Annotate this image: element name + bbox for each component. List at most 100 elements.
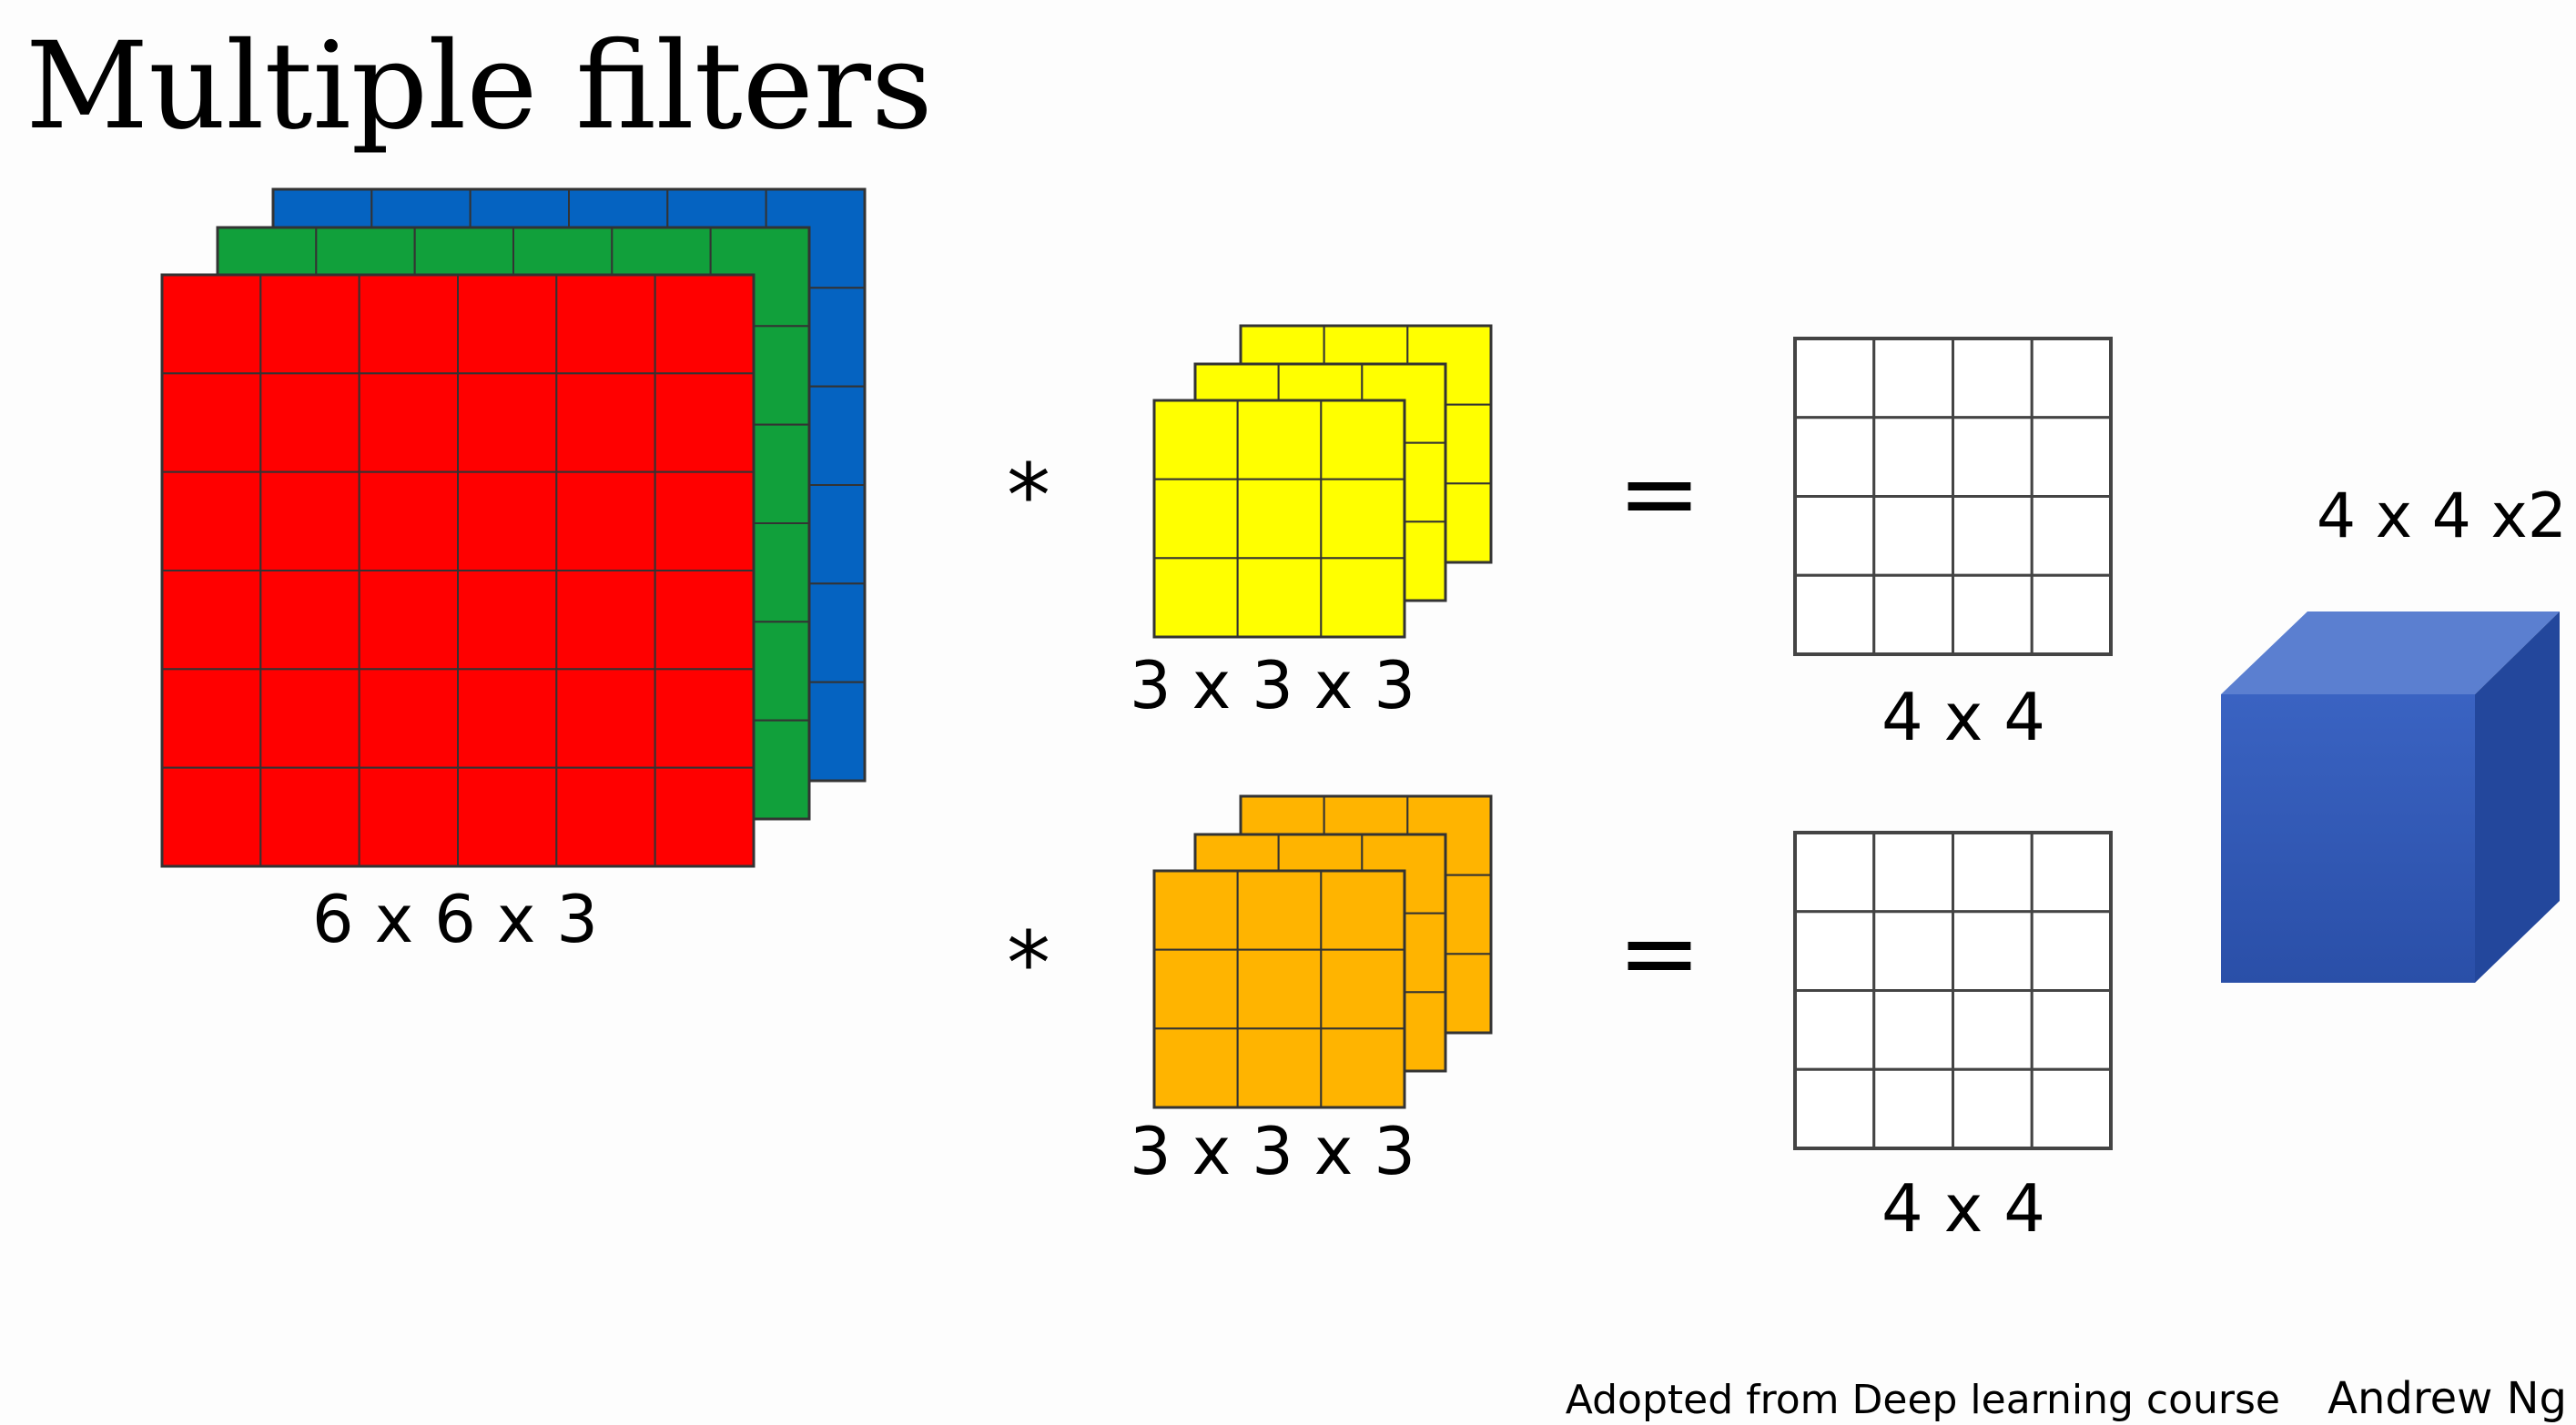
filter-2-layer-3-cell [1320,948,1405,1030]
output-volume-label: 4 x 4 x2 [2317,480,2567,552]
filter-2-layer-3-cell [1153,870,1239,951]
output-1-cell [2030,416,2113,498]
output-1-cell [1872,337,1954,419]
input-channel-red-cell [358,274,460,375]
output-2-cell [1872,910,1954,992]
input-channel-red-cell [654,372,755,473]
cube-front-face [2221,694,2475,983]
output-1-cell [1793,495,1876,577]
input-channel-red-cell [457,470,558,571]
output-volume-cube [2221,611,2560,983]
input-channel-red-cell [555,766,656,867]
filter-2-layer-3 [1152,869,1406,1109]
filter-2-layer-3-cell [1320,870,1405,951]
output-2-cell [1872,1067,1954,1150]
input-channel-red-cell [555,668,656,769]
output-2-cell [1793,910,1876,992]
filter-1-layer-3-cell [1236,557,1323,639]
input-channel-red-cell [654,470,755,571]
input-channel-red-cell [654,766,755,867]
output-1-cell [1952,337,2033,419]
input-channel-red-border [160,273,756,868]
input-channel-red-cell [259,668,360,769]
input-channel-red-cell [358,470,460,571]
convolution-operator-1: * [1007,445,1050,547]
input-channel-red-cell [654,274,755,375]
filter-1-yellow [1152,324,1493,639]
filter-2-label: 3 x 3 x 3 [1130,1113,1415,1189]
filter-1-layer-3-cell [1153,399,1239,480]
input-channel-red-cell [555,570,656,671]
equals-sign-2: = [1618,894,1701,1011]
footer-credit: Adopted from Deep learning course [1566,1377,2280,1423]
filter-2-layer-3-cell [1320,1027,1405,1108]
filter-2-layer-3-cell [1153,1027,1239,1108]
filter-1-label: 3 x 3 x 3 [1130,647,1415,723]
filter-2-layer-3-cell [1236,948,1323,1030]
output-1-cell [1793,337,1876,419]
filter-2-layer-3-border [1152,869,1406,1109]
input-volume-label: 6 x 6 x 3 [312,881,598,957]
filter-2-layer-3-cell [1236,1027,1323,1108]
filter-1-layer-3-cell [1153,478,1239,560]
output-grid-1 [1793,337,2113,656]
output-2-label: 4 x 4 [1881,1170,2045,1247]
output-1-cell [2030,573,2113,656]
input-channel-red-cell [654,570,755,671]
input-volume-6x6x3 [160,187,867,868]
input-channel-red-cell [259,766,360,867]
convolution-operator-2: * [1007,913,1050,1015]
output-grid-2 [1793,831,2113,1150]
output-2-border [1793,831,2113,1150]
filter-1-layer-3-cell [1153,557,1239,639]
filter-1-layer-3-cell [1320,557,1405,639]
output-2-cell [1793,1067,1876,1150]
output-2-cell [1872,831,1954,914]
input-channel-red-cell [555,372,656,473]
footer-author: Andrew Ng [2328,1373,2567,1424]
output-1-cell [1793,416,1876,498]
output-2-cell [1952,831,2033,914]
input-channel-red-cell [654,668,755,769]
input-channel-red-cell [259,570,360,671]
output-2-cell [2030,910,2113,992]
equals-sign-1: = [1618,435,1701,551]
input-channel-red-cell [259,274,360,375]
filter-1-layer-3-cell [1236,478,1323,560]
output-1-cell [1793,573,1876,656]
input-channel-red-cell [457,372,558,473]
output-1-label: 4 x 4 [1881,679,2045,755]
output-2-cell [2030,989,2113,1071]
input-channel-red-cell [358,668,460,769]
filter-2-orange [1152,794,1493,1109]
input-channel-red-cell [457,570,558,671]
output-1-cell [2030,495,2113,577]
input-channel-red-cell [358,766,460,867]
input-channel-red-cell [457,274,558,375]
output-1-cell [1952,573,2033,656]
input-channel-red-cell [457,668,558,769]
output-2-cell [2030,1067,2113,1150]
input-channel-red-cell [161,570,262,671]
input-channel-red-cell [161,274,262,375]
output-2-cell [1952,910,2033,992]
input-channel-red-cell [161,372,262,473]
output-2-cell [2030,831,2113,914]
output-1-border [1793,337,2113,656]
filter-1-layer-3-cell [1236,399,1323,480]
output-1-cell [1952,416,2033,498]
output-2 [1793,831,2113,1150]
input-channel-red-cell [259,372,360,473]
output-2-cell [1952,989,2033,1071]
filter-2-layer-3-cell [1153,948,1239,1030]
slide-title: Multiple filters [25,16,933,157]
input-channel-red [160,273,756,868]
filter-1-layer-3 [1152,399,1406,639]
cube-top-face [2221,611,2560,694]
output-1-cell [1872,495,1954,577]
input-channel-red-cell [555,274,656,375]
input-channel-red-cell [358,570,460,671]
output-2-cell [1793,989,1876,1071]
output-1-cell [1872,573,1954,656]
input-channel-red-cell [457,766,558,867]
